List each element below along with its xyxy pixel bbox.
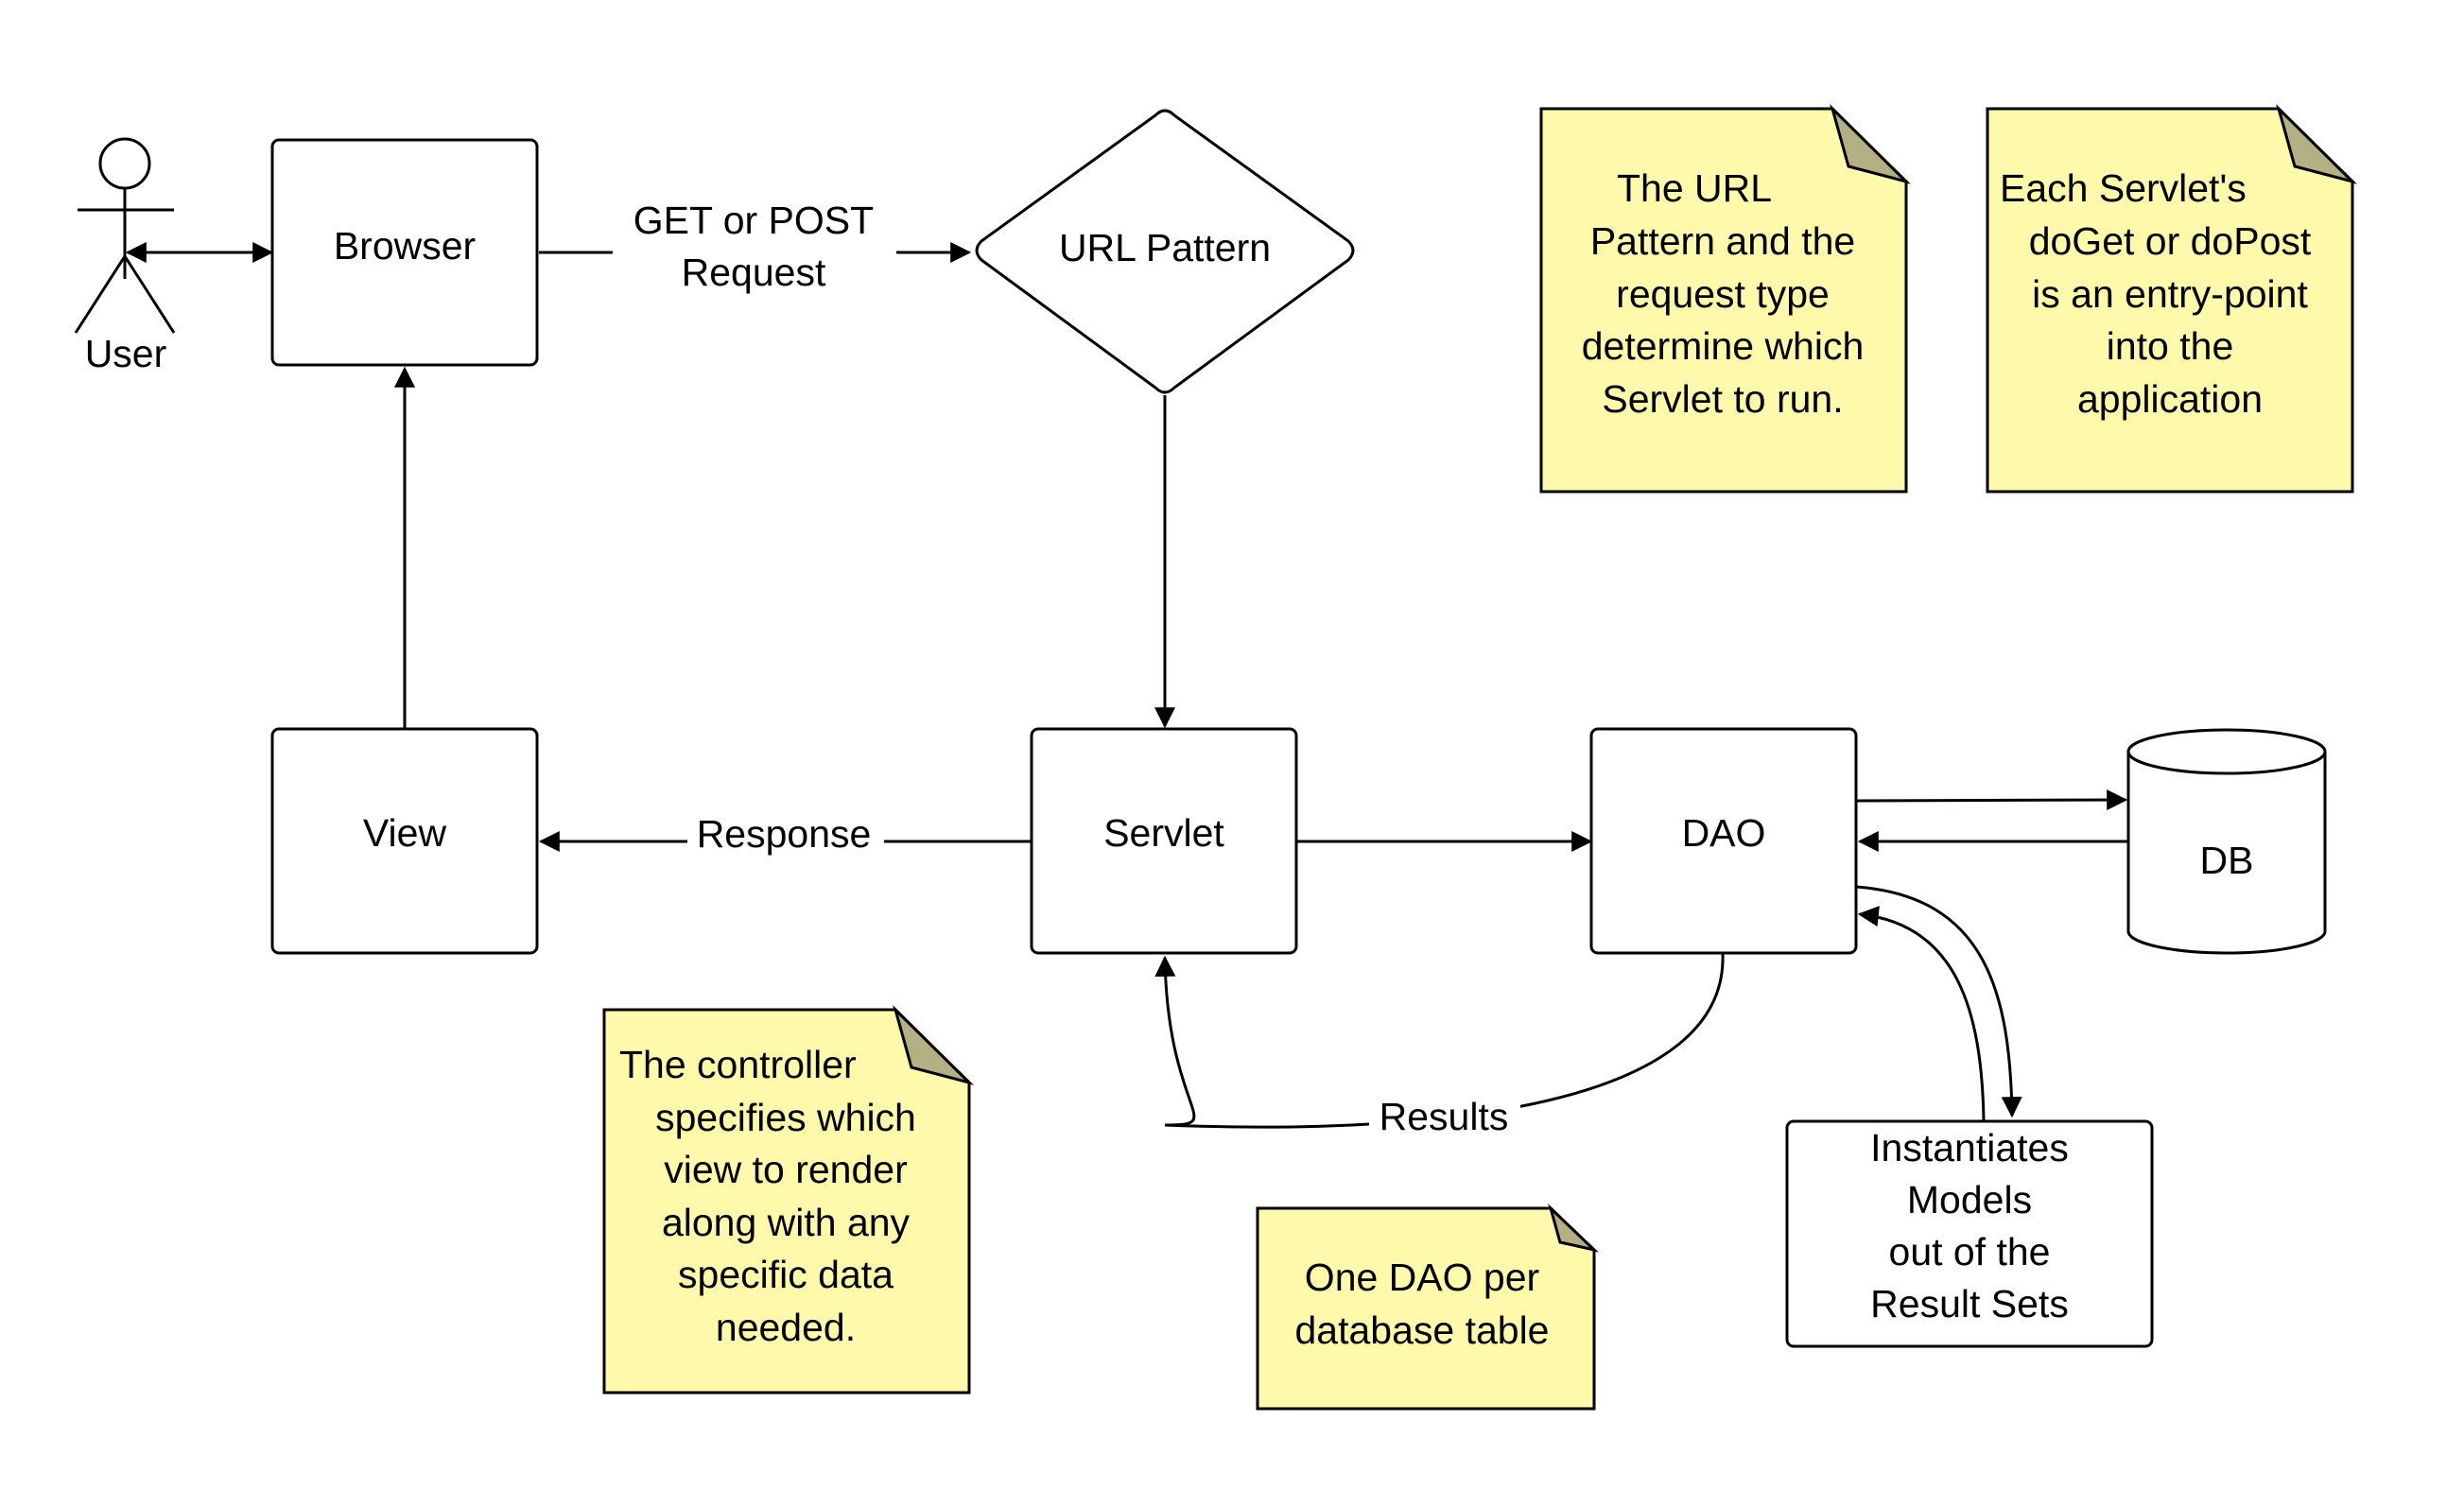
servlet-note-line3: is an entry-point (2032, 272, 2308, 316)
dao-db-edge (1855, 789, 2128, 811)
dao-note-line2: database table (1294, 1308, 1549, 1352)
controller-note-line3: view to render (664, 1148, 908, 1191)
servlet-note-line1: Each Servlet's (2000, 166, 2247, 210)
url-note-line5: Servlet to run. (1602, 377, 1843, 421)
user-actor: User (74, 137, 176, 375)
models-label-line1: Instantiates (1870, 1126, 2069, 1169)
dao-note-line1: One DAO per (1305, 1256, 1539, 1299)
url-pattern-node: URL Pattern (975, 109, 1355, 394)
models-label-line3: out of the (1889, 1230, 2051, 1273)
db-node: DB (2126, 728, 2327, 955)
edges (125, 242, 2128, 1129)
edge-labels: GET or POST Request Response Results (613, 189, 1520, 1138)
controller-note-line4: along with any (662, 1201, 911, 1244)
url-note-line3: request type (1616, 272, 1830, 316)
view-node: View (270, 727, 539, 955)
url-note-line1: The URL (1617, 166, 1772, 210)
url-pattern-note: The URL Pattern and the request type det… (1539, 103, 1912, 494)
browser-node: Browser (270, 138, 539, 367)
models-label-line4: Result Sets (1870, 1282, 2069, 1325)
view-label: View (363, 811, 447, 855)
user-label: User (85, 332, 167, 375)
controller-note-line5: specific data (678, 1253, 894, 1296)
controller-note: The controller specifies which view to r… (602, 1004, 975, 1395)
servlet-note-line2: doGet or doPost (2029, 219, 2312, 263)
db-label: DB (2200, 839, 2254, 882)
response-label: Response (697, 812, 872, 856)
controller-note-line1: The controller (619, 1043, 857, 1086)
dao-note: One DAO per database table (1256, 1204, 1599, 1411)
user-head-icon (98, 137, 151, 190)
url-note-line2: Pattern and the (1590, 219, 1855, 263)
dao-label: DAO (1682, 811, 1766, 855)
url-pattern-label: URL Pattern (1059, 226, 1271, 269)
models-dao-edge (1857, 906, 1986, 1121)
models-label-line2: Models (1907, 1178, 2032, 1221)
servlet-node: Servlet (1030, 727, 1298, 955)
url-note-line4: determine which (1582, 324, 1865, 368)
controller-note-line2: specifies which (655, 1096, 916, 1139)
servlet-note-line5: application (2077, 377, 2263, 421)
models-node: Instantiates Models out of the Result Se… (1785, 1119, 2154, 1348)
request-label-line1: GET or POST (633, 199, 874, 242)
servlet-entry-note: Each Servlet's doGet or doPost is an ent… (1986, 103, 2358, 494)
results-edge (1154, 953, 1725, 1129)
servlet-note-line4: into the (2107, 324, 2234, 368)
browser-label: Browser (334, 224, 476, 268)
controller-note-line6: needed. (716, 1306, 856, 1349)
results-label: Results (1379, 1095, 1509, 1138)
request-label-line2: Request (682, 251, 826, 294)
servlet-label: Servlet (1103, 811, 1224, 855)
dao-node: DAO (1589, 727, 1858, 955)
dao-models-edge (1855, 885, 2022, 1118)
